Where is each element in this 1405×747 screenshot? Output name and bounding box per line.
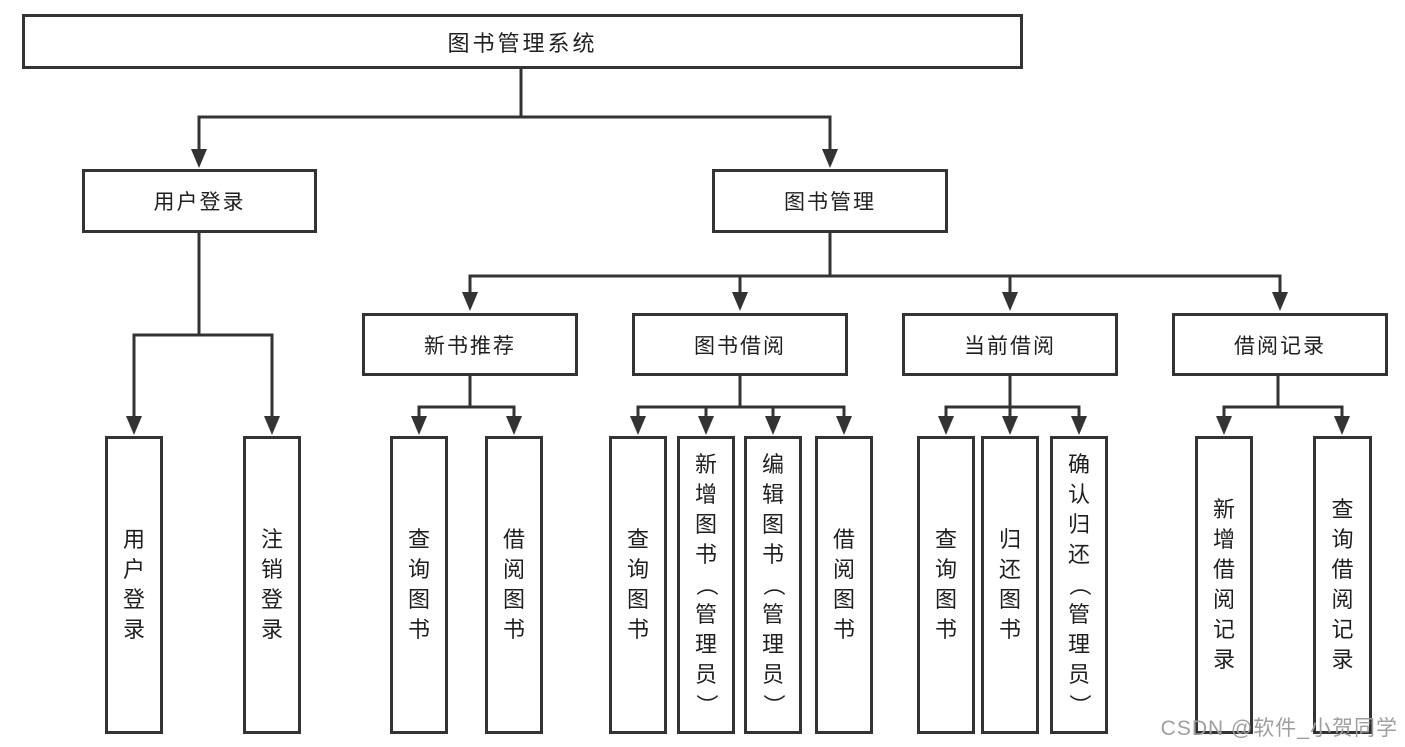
leaf-add-book-admin: 新增图书（管理员） xyxy=(677,436,735,734)
leaf-user-login-label: 用户登录 xyxy=(122,527,145,642)
leaf-query-borrow-record: 查询借阅记录 xyxy=(1313,436,1372,734)
node-root-label: 图书管理系统 xyxy=(447,30,598,56)
leaf-return-book: 归还图书 xyxy=(981,436,1039,734)
watermark: CSDN @软件_小贺同学 xyxy=(1160,717,1398,740)
leaf-confirm-return-admin-label: 确认归还（管理员） xyxy=(1066,452,1092,717)
node-book-borrow-label: 图书借阅 xyxy=(694,334,786,358)
node-book-management-label: 图书管理 xyxy=(784,191,876,214)
leaf-add-book-admin-label: 新增图书（管理员） xyxy=(693,452,719,717)
leaf-query-books-borrow-label: 查询图书 xyxy=(626,527,649,642)
leaf-logout: 注销登录 xyxy=(243,436,301,734)
node-root: 图书管理系统 xyxy=(22,14,1023,69)
node-borrow-records-label: 借阅记录 xyxy=(1234,334,1326,358)
node-user-login: 用户登录 xyxy=(82,169,317,233)
leaf-borrow-books-recommend-label: 借阅图书 xyxy=(502,527,525,642)
leaf-query-books-recommend: 查询图书 xyxy=(390,436,448,734)
node-current-borrow: 当前借阅 xyxy=(902,313,1118,376)
leaf-edit-book-admin-label: 编辑图书（管理员） xyxy=(760,452,786,717)
node-current-borrow-label: 当前借阅 xyxy=(964,334,1056,358)
leaf-user-login: 用户登录 xyxy=(105,436,163,734)
leaf-logout-label: 注销登录 xyxy=(260,527,283,642)
node-new-book-recommend-label: 新书推荐 xyxy=(424,334,516,358)
node-user-login-label: 用户登录 xyxy=(153,191,246,214)
leaf-add-borrow-record-label: 新增借阅记录 xyxy=(1212,497,1235,672)
leaf-query-books-current-label: 查询图书 xyxy=(934,527,957,642)
leaf-add-borrow-record: 新增借阅记录 xyxy=(1195,436,1253,734)
leaf-confirm-return-admin: 确认归还（管理员） xyxy=(1050,436,1108,734)
leaf-query-books-current: 查询图书 xyxy=(917,436,975,734)
node-book-management: 图书管理 xyxy=(712,169,948,233)
leaf-edit-book-admin: 编辑图书（管理员） xyxy=(744,436,802,734)
leaf-query-books-borrow: 查询图书 xyxy=(609,436,667,734)
leaf-borrow-books-recommend: 借阅图书 xyxy=(485,436,543,734)
node-book-borrow: 图书借阅 xyxy=(632,313,848,376)
leaf-query-borrow-record-label: 查询借阅记录 xyxy=(1331,497,1354,672)
leaf-return-book-label: 归还图书 xyxy=(998,527,1021,642)
leaf-borrow-books: 借阅图书 xyxy=(815,436,873,734)
node-borrow-records: 借阅记录 xyxy=(1172,313,1388,376)
leaf-borrow-books-label: 借阅图书 xyxy=(832,527,855,642)
node-new-book-recommend: 新书推荐 xyxy=(362,313,578,376)
leaf-query-books-recommend-label: 查询图书 xyxy=(407,527,430,642)
